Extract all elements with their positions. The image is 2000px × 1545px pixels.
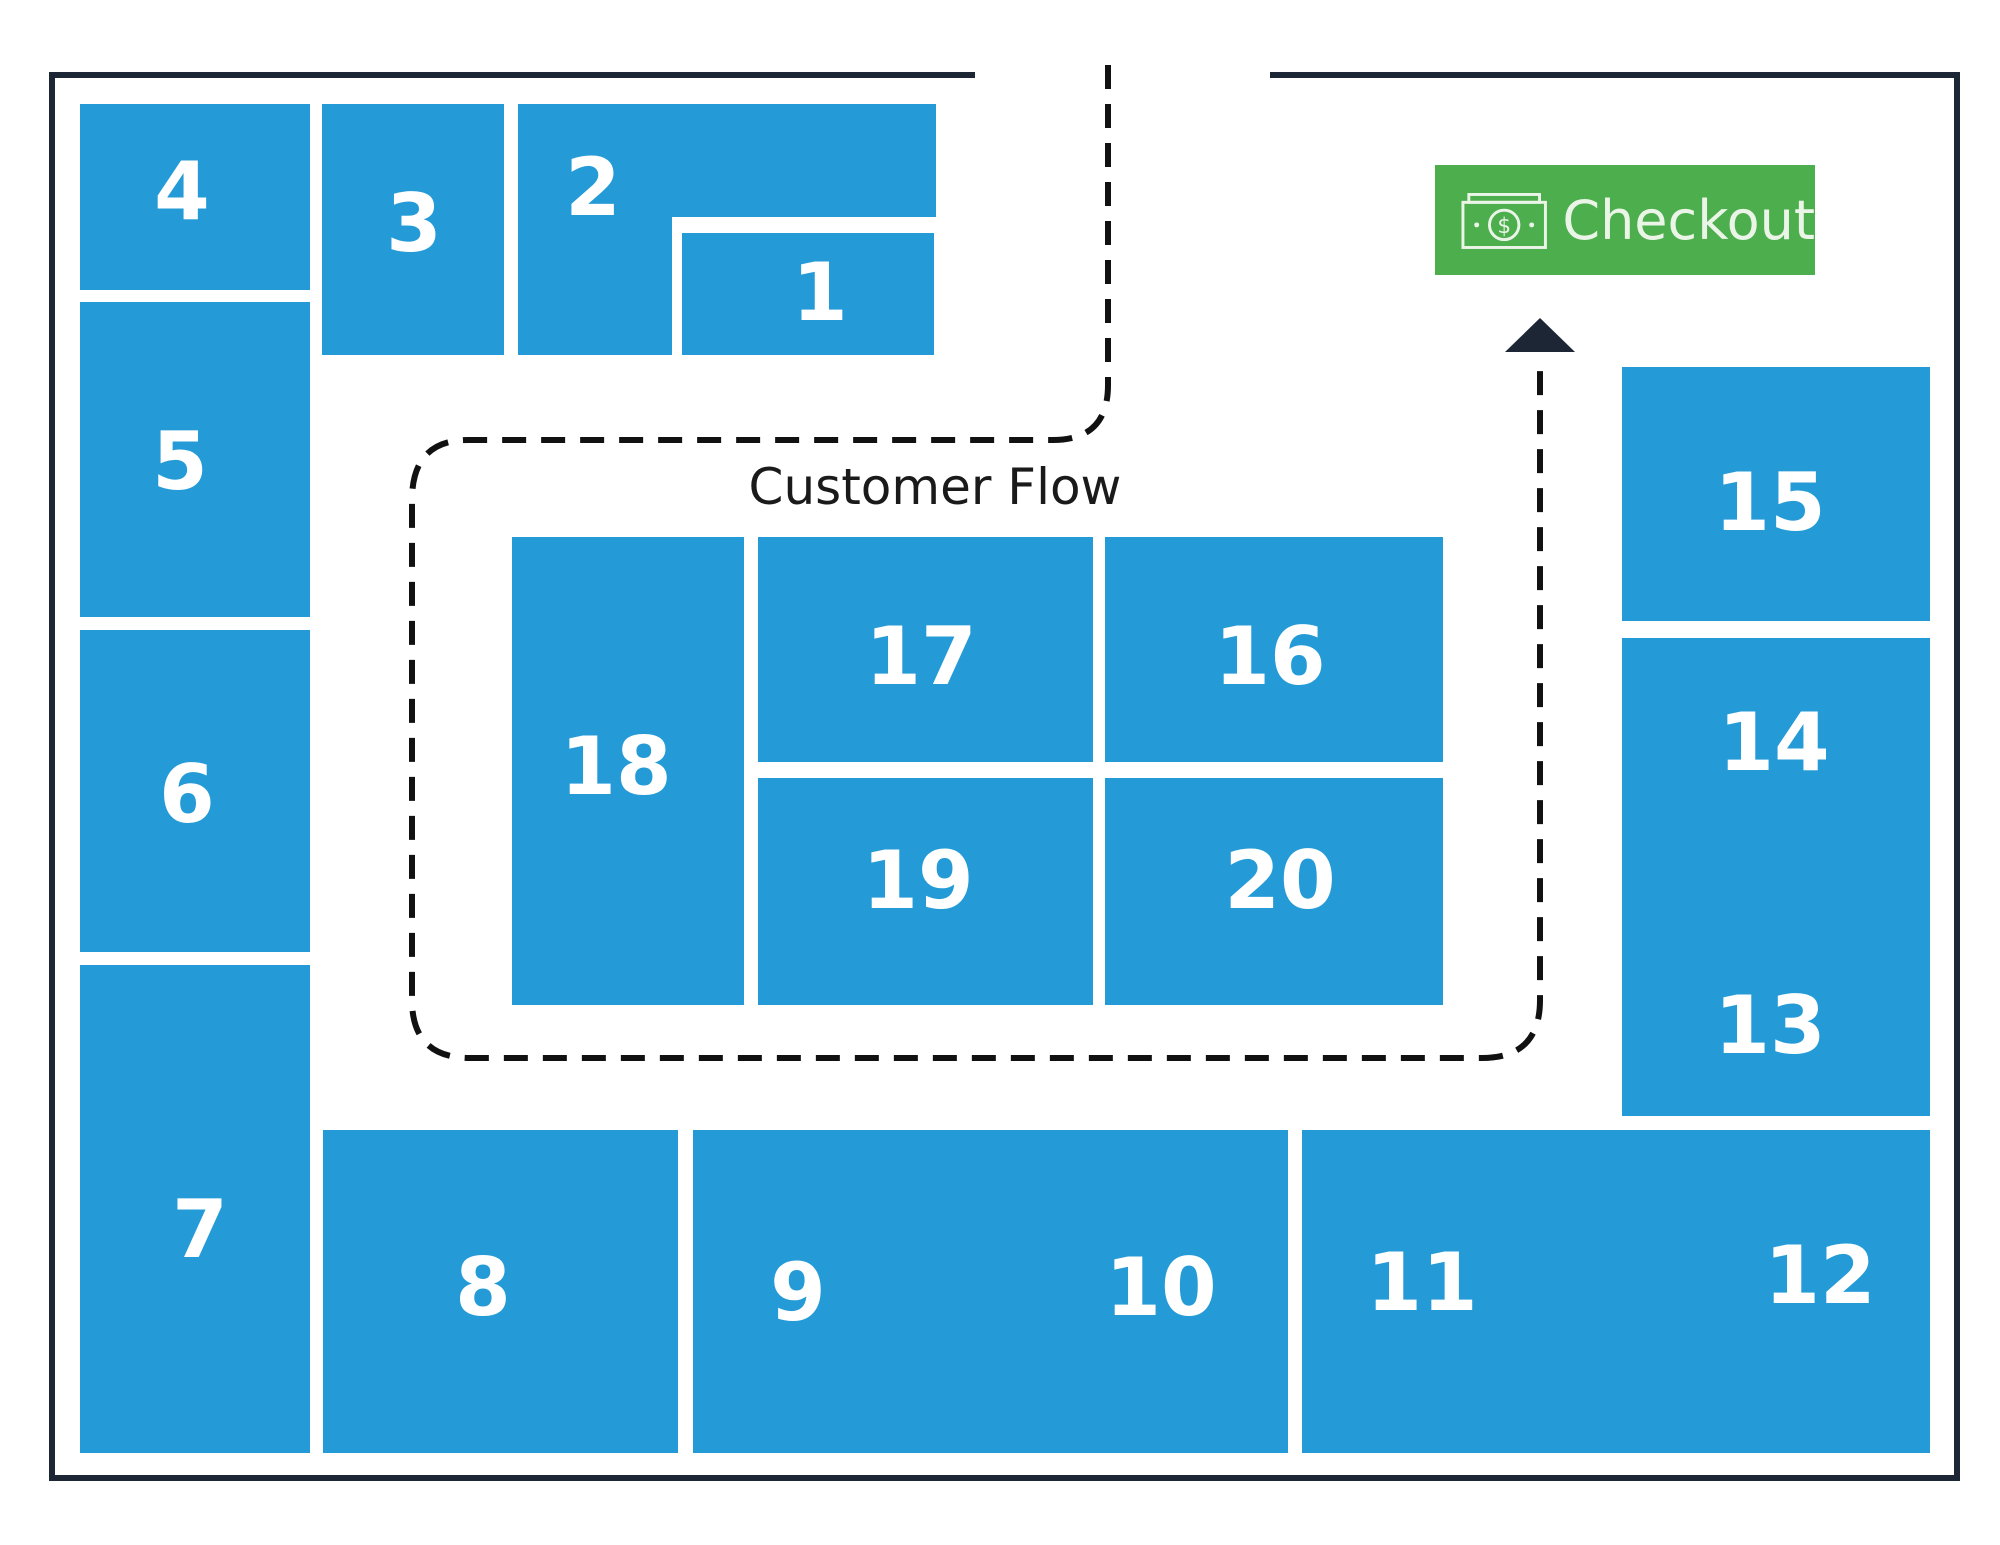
section-label: 14 — [1718, 696, 1830, 789]
section-label: 1 — [792, 246, 848, 339]
section-label: 5 — [152, 415, 208, 508]
section-label: 6 — [159, 748, 215, 841]
section-3: 3 — [322, 104, 504, 355]
section-label: 18 — [560, 720, 672, 813]
section-16: 16 — [1105, 537, 1443, 762]
cash-icon: $ — [1461, 192, 1547, 249]
section-label: 8 — [455, 1241, 511, 1334]
svg-text:$: $ — [1497, 214, 1511, 239]
section-label: 10 — [1105, 1241, 1217, 1334]
customer-flow-label: Customer Flow — [748, 458, 1122, 516]
section-label: 19 — [862, 834, 974, 927]
section-label: 7 — [172, 1183, 228, 1276]
section-label: 4 — [154, 145, 210, 238]
section-19: 19 — [758, 778, 1093, 1005]
section-8: 8 — [323, 1130, 678, 1453]
checkout-label: Checkout — [1562, 188, 1815, 252]
section-label: 2 — [565, 141, 621, 234]
section-6: 6 — [80, 630, 310, 952]
flow-arrow-head — [1505, 318, 1575, 352]
section-2-lower — [518, 217, 672, 355]
section-7: 7 — [80, 965, 310, 1453]
section-label: 9 — [770, 1246, 826, 1339]
section-label: 16 — [1214, 610, 1326, 703]
section-label: 3 — [386, 177, 442, 270]
section-11-12: 11 12 — [1302, 1130, 1930, 1453]
section-label: 20 — [1224, 834, 1336, 927]
section-13-14: 14 13 — [1622, 638, 1930, 1116]
section-1: 1 — [682, 233, 934, 355]
section-label: 11 — [1366, 1236, 1478, 1329]
section-2: 2 — [518, 104, 936, 228]
section-5: 5 — [80, 302, 310, 617]
section-label: 17 — [865, 610, 977, 703]
section-18: 18 — [512, 537, 744, 1005]
section-4: 4 — [80, 104, 310, 290]
store-wall — [49, 72, 1960, 1481]
section-15: 15 — [1622, 367, 1930, 621]
section-17: 17 — [758, 537, 1093, 762]
section-label: 12 — [1764, 1229, 1876, 1322]
section-label: 15 — [1714, 456, 1826, 549]
section-label: 13 — [1714, 979, 1826, 1072]
section-9-10: 9 10 — [693, 1130, 1288, 1453]
section-20: 20 — [1105, 778, 1443, 1005]
checkout-sign: $ Checkout — [1435, 165, 1815, 275]
